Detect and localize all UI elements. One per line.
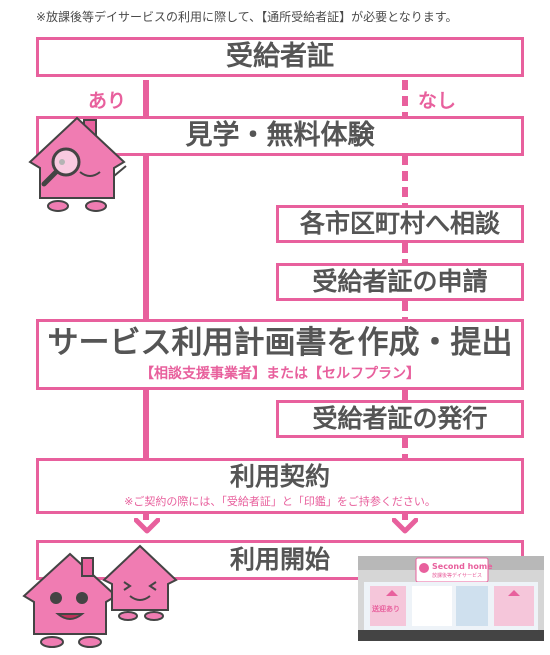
- storefront-illustration: [358, 556, 544, 641]
- branch-label-yes: あり: [88, 90, 127, 112]
- step-certificate: 受給者証: [36, 37, 524, 77]
- flow-line-no-3: [402, 301, 408, 319]
- store-sign-brand: Second home: [432, 562, 493, 571]
- down-chevron-icon: [392, 518, 418, 534]
- step-plan-sub: 【相談支援事業者】または【セルフプラン】: [140, 365, 420, 382]
- step-contract-note: ※ご契約の際には、「受給者証」と「印鑑」をご持参ください。: [124, 494, 436, 508]
- step-trial-label: 見学・無料体験: [185, 120, 375, 152]
- step-contract-label: 利用契約: [229, 462, 330, 492]
- step-start-label: 利用開始: [229, 545, 330, 575]
- step-apply: 受給者証の申請: [276, 263, 524, 301]
- store-sign-sub: 放課後等デイサービス: [432, 573, 483, 579]
- step-consult-label: 各市区町村へ相談: [299, 209, 500, 239]
- storefront-photo: Second home 放課後等デイサービス 送迎あり: [358, 556, 544, 641]
- house-mascot-icon: [22, 552, 118, 648]
- flow-line-no-2: [402, 243, 408, 263]
- step-plan: サービス利用計画書を作成・提出 【相談支援事業者】または【セルフプラン】: [36, 319, 524, 390]
- magnifier-icon: [41, 147, 81, 187]
- branch-label-no: なし: [418, 90, 457, 112]
- requirement-note: ※放課後等デイサービスの利用に際して、【通所受給者証】が必要となります。: [36, 10, 458, 24]
- flow-line-yes: [143, 80, 149, 116]
- flow-line-yes-lower: [143, 390, 149, 458]
- flow-line-no-4: [402, 390, 408, 400]
- step-issue: 受給者証の発行: [276, 400, 524, 438]
- house-mascot-icon: [102, 544, 178, 621]
- down-chevron-icon: [134, 518, 160, 534]
- step-contract: 利用契約 ※ご契約の際には、「受給者証」と「印鑑」をご持参ください。: [36, 458, 524, 514]
- flow-line-no-5: [402, 438, 408, 458]
- step-plan-label: サービス利用計画書を作成・提出: [47, 325, 513, 362]
- house-mascot-icon: [28, 116, 127, 212]
- store-banner: 送迎あり: [372, 605, 400, 613]
- flow-line-yes-main: [143, 155, 149, 320]
- step-apply-label: 受給者証の申請: [312, 267, 488, 297]
- step-trial: 見学・無料体験: [36, 116, 524, 156]
- step-issue-label: 受給者証の発行: [312, 404, 488, 434]
- step-consult: 各市区町村へ相談: [276, 205, 524, 243]
- flow-line-no: [402, 80, 408, 116]
- step-certificate-label: 受給者証: [226, 41, 334, 73]
- flow-line-no-main: [402, 155, 408, 205]
